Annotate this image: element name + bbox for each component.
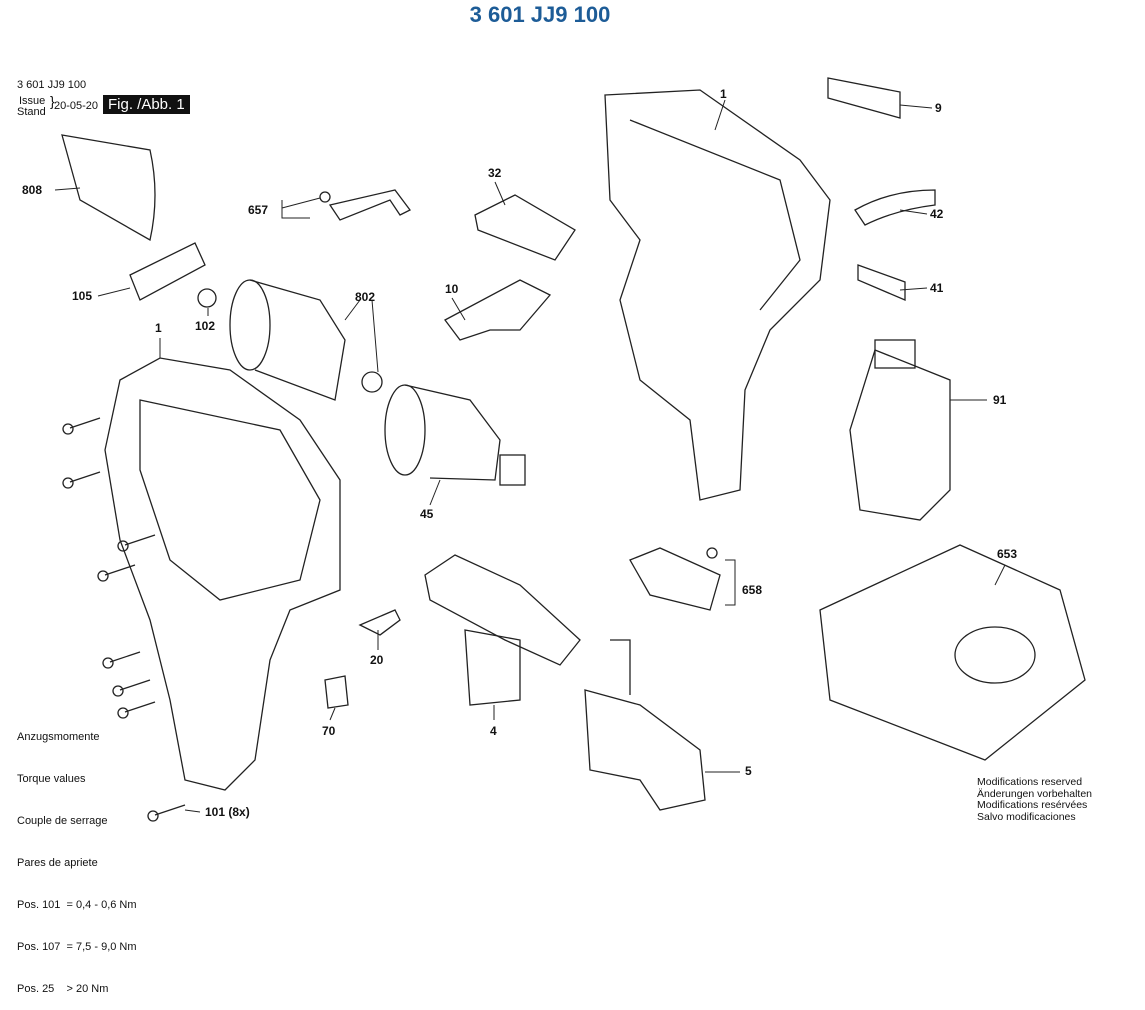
callout-808: 808 (22, 183, 43, 197)
callout-42: 42 (930, 207, 944, 221)
figure-label: Fig. /Abb. 1 (103, 95, 190, 114)
part-5-trigger (584, 689, 706, 811)
torque-heading-es: Pares de apriete (17, 857, 98, 869)
torque-heading-de: Anzugsmomente (17, 731, 100, 743)
part-70-clip (324, 675, 349, 709)
exploded-view-drawing (54, 77, 1086, 822)
part-41-label (857, 264, 906, 301)
torque-heading-fr: Couple de serrage (17, 815, 108, 827)
leader-lines (54, 99, 1006, 813)
callout-101: 101 (8x) (205, 805, 250, 819)
torque-pos-101: Pos. 101 = 0,4 - 0,6 Nm (17, 899, 137, 911)
torque-heading-en: Torque values (17, 773, 86, 785)
mod-fr: Modifications resérvées (977, 799, 1088, 811)
callout-657: 657 (248, 203, 269, 217)
part-91-battery (849, 349, 951, 521)
callout-9: 9 (935, 101, 942, 115)
modifications-note: Modifications reserved Änderungen vorbeh… (977, 776, 1093, 823)
part-105-cover (129, 242, 206, 301)
callout-4: 4 (490, 724, 497, 738)
stand-label: Stand (17, 106, 46, 118)
part-1-housing-front (104, 357, 341, 791)
part-20-clip (358, 609, 401, 636)
callout-658: 658 (742, 583, 763, 597)
callout-5: 5 (745, 764, 752, 778)
part-1-housing-half (604, 89, 831, 501)
part-102-cap (197, 288, 217, 308)
part-808-label (61, 134, 156, 242)
part-4-electronics (424, 554, 581, 666)
callout-70: 70 (322, 724, 336, 738)
callout-91: 91 (993, 393, 1007, 407)
callout-20: 20 (370, 653, 384, 667)
issue-date: 20-05-20 (54, 100, 99, 112)
part-10-slider (444, 279, 552, 341)
callout-1-housing: 1 (720, 87, 727, 101)
part-9-label (827, 77, 901, 119)
callout-32: 32 (488, 166, 502, 180)
callout-41: 41 (930, 281, 944, 295)
callout-45: 45 (420, 507, 434, 521)
part-45-gearbox (384, 384, 426, 476)
part-658-module (629, 547, 721, 611)
mod-de: Änderungen vorbehalten (977, 787, 1093, 800)
part-32-switch (474, 194, 576, 261)
page-title: 3 601 JJ9 100 (469, 2, 611, 27)
callout-653: 653 (997, 547, 1018, 561)
mod-en: Modifications reserved (977, 776, 1083, 788)
torque-pos-25: Pos. 25 > 20 Nm (17, 983, 109, 995)
torque-notes: Anzugsmomente Torque values Couple de se… (17, 702, 137, 1010)
part-657-bracket (328, 189, 411, 221)
part-number: 3 601 JJ9 100 (17, 79, 87, 91)
part-42-label (854, 189, 936, 226)
callout-105: 105 (72, 289, 93, 303)
part-653-charger (819, 544, 1086, 761)
mod-es: Salvo modificaciones (977, 810, 1076, 823)
callout-10: 10 (445, 282, 459, 296)
screws-101 (62, 417, 186, 822)
callout-802: 802 (355, 290, 376, 304)
torque-pos-107: Pos. 107 = 7,5 - 9,0 Nm (17, 941, 137, 953)
callout-1-front: 1 (155, 321, 162, 335)
part-802-motor (229, 279, 271, 371)
callout-102: 102 (195, 319, 216, 333)
issue-label: Issue (19, 95, 46, 107)
